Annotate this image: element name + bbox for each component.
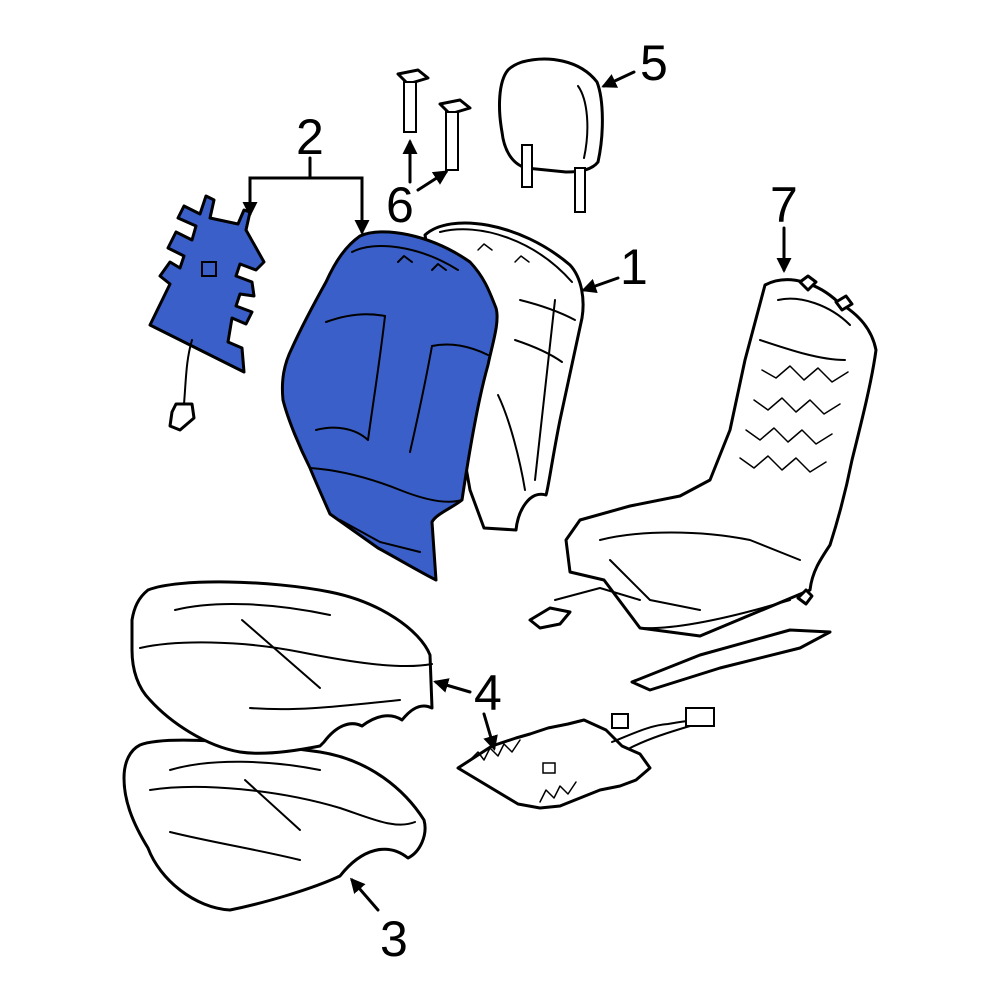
callout-4-arrow-upper — [433, 678, 472, 694]
headrest-guides-part — [396, 68, 472, 171]
callout-4: 4 — [474, 665, 502, 721]
heater-pad-fill — [148, 194, 266, 374]
callout-1: 1 — [620, 239, 648, 295]
callout-2: 2 — [296, 109, 324, 165]
seat-back-heater-pad — [148, 194, 266, 432]
seat-back-cover-fill — [280, 230, 499, 582]
seat-cushion-cover-part — [130, 580, 434, 755]
seat-frame-part — [528, 274, 878, 692]
callout-7: 7 — [770, 177, 798, 233]
seat-cushion-heater-pad — [456, 707, 715, 810]
seat-back-cover-part — [280, 230, 499, 582]
callout-3-arrow — [350, 877, 380, 912]
callout-4-arrow-lower — [482, 712, 498, 751]
seat-cushion-pad-part — [122, 738, 427, 912]
callout-3: 3 — [380, 911, 408, 967]
headrest-part — [498, 57, 604, 213]
callout-arrows — [242, 70, 792, 912]
callout-5: 5 — [640, 35, 668, 91]
callout-1-arrow — [581, 276, 620, 294]
callout-6: 6 — [386, 177, 414, 233]
callout-5-arrow — [601, 70, 636, 88]
callout-labels: 1 2 3 4 5 6 7 — [296, 35, 798, 967]
callout-2-bracket — [248, 176, 364, 230]
callout-6-arrow-right — [416, 170, 449, 192]
